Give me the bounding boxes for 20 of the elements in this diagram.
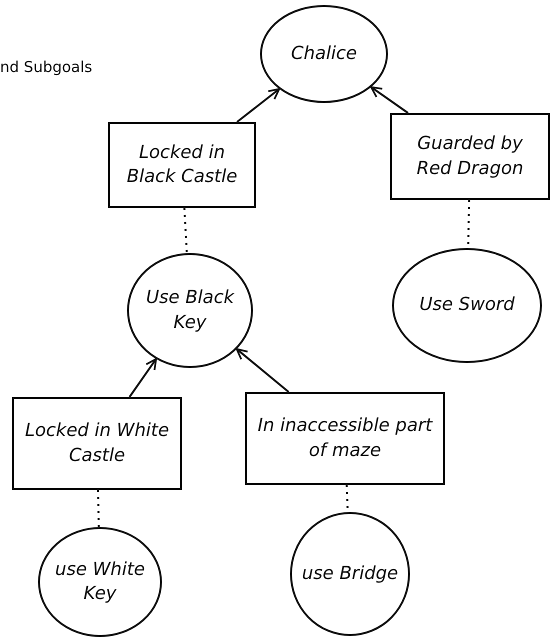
node-label: Guarded by Red Dragon	[416, 132, 524, 180]
obstacle-box	[108, 122, 256, 208]
node-label: Locked in White Castle	[24, 419, 170, 468]
node-label: Chalice	[290, 42, 358, 66]
node-label: In inaccessible part of maze	[256, 414, 434, 462]
arrow	[128, 358, 157, 398]
node-label: Use Sword	[418, 293, 516, 318]
obstacle-box	[390, 113, 550, 200]
arrow	[236, 348, 290, 393]
obstacle-box	[245, 392, 445, 485]
obstacle-box	[12, 397, 182, 490]
arrow	[236, 88, 280, 123]
connector-line	[97, 490, 100, 528]
arrow	[370, 86, 409, 114]
connector-line	[183, 208, 188, 254]
node-label: use Bridge	[300, 562, 400, 586]
node-label: Locked in Black Castle	[126, 140, 238, 189]
heading-fragment: nd Subgoals	[0, 58, 92, 76]
node-label: use White Key	[54, 558, 146, 606]
node-label: Use Black Key	[144, 286, 236, 334]
